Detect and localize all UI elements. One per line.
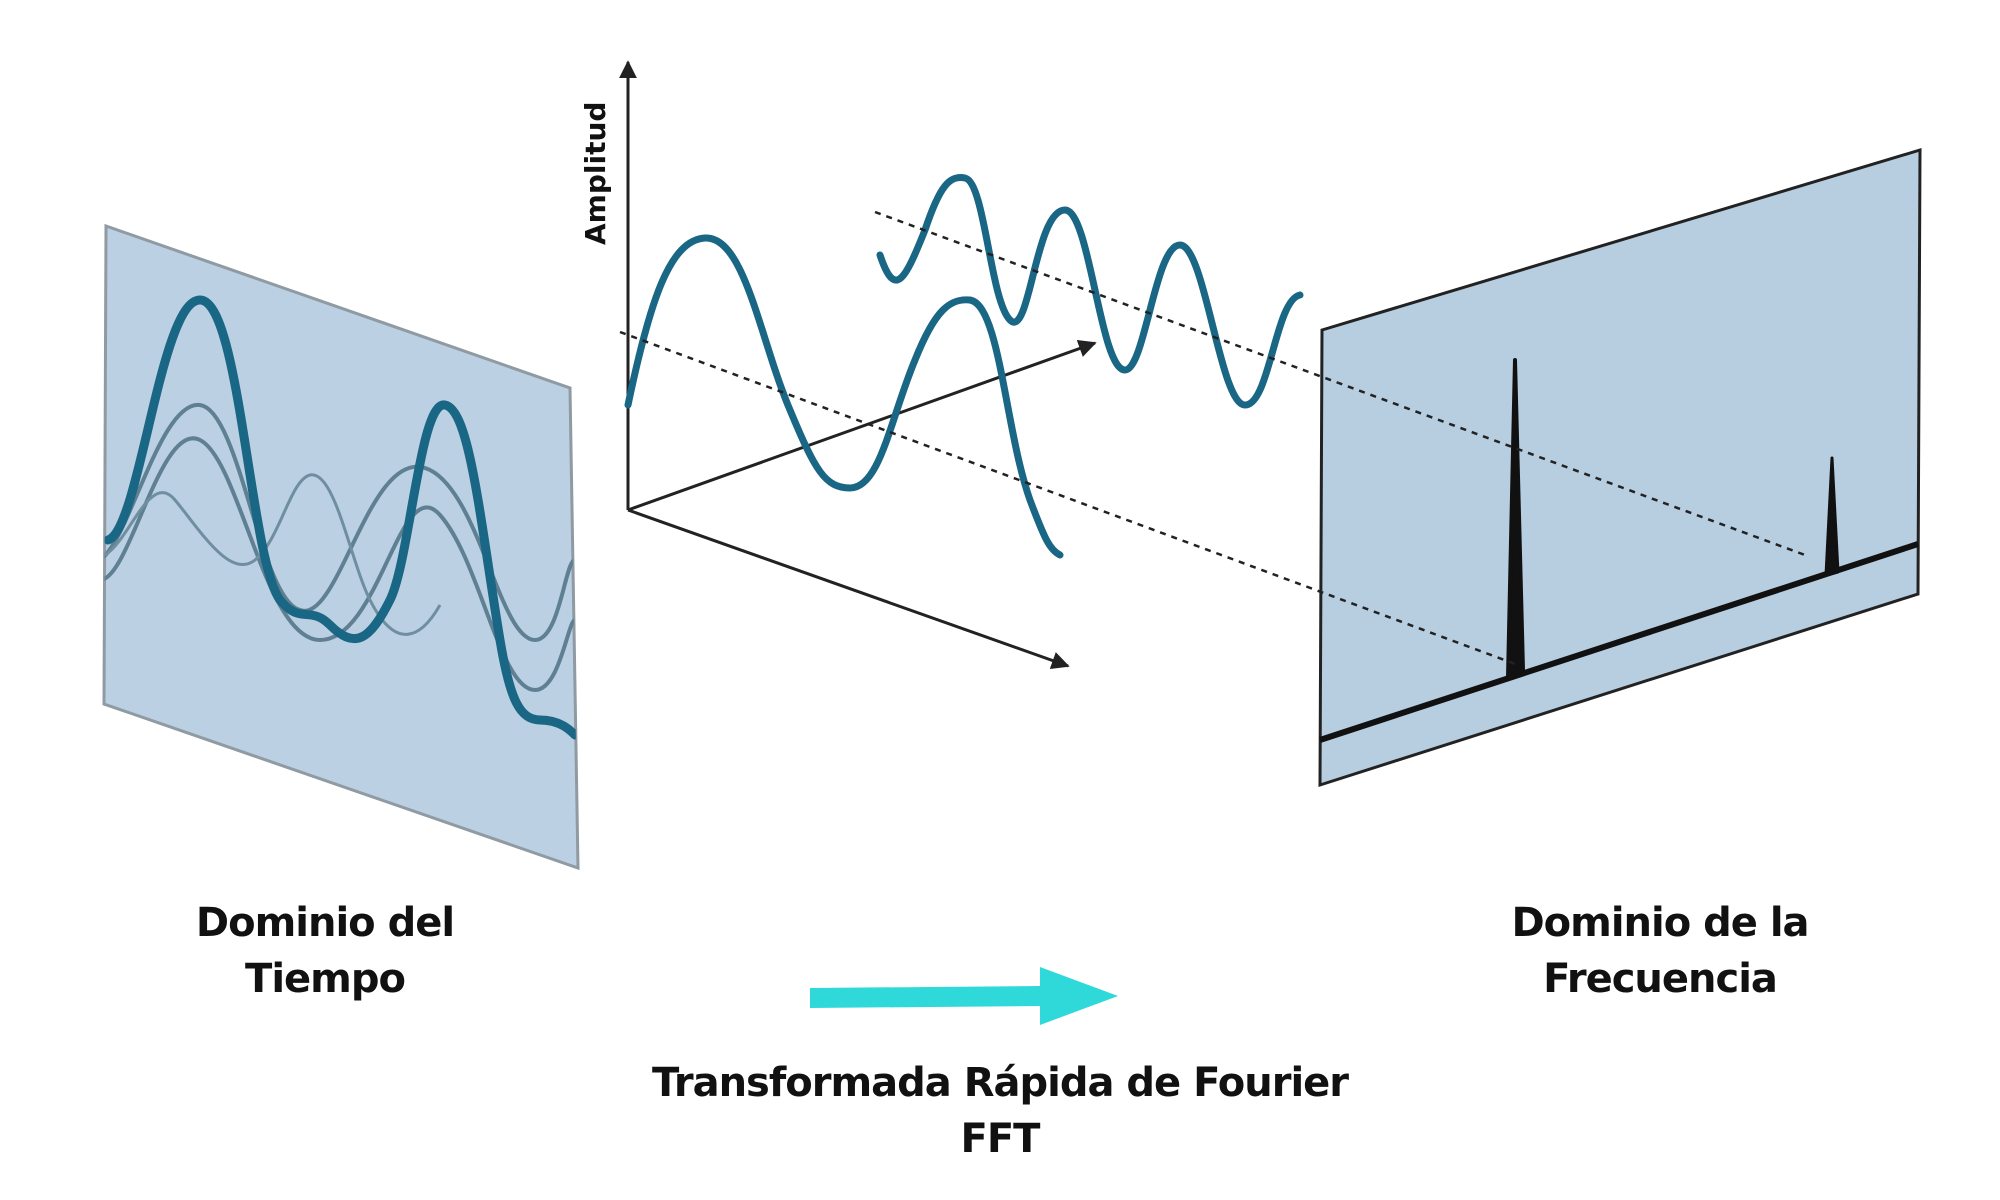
time-axis <box>627 508 1070 670</box>
frequency-baseline <box>1319 541 1919 743</box>
transform-caption-line-1: Transformada Rápida de Fourier <box>651 1060 1349 1106</box>
time-signal-wave <box>104 295 578 740</box>
frequency-domain-caption-line-1: Dominio de la <box>1511 900 1809 946</box>
time-domain-caption-line-1: Dominio del <box>195 900 455 946</box>
projection-line-low <box>619 330 1519 667</box>
spectrum-peak-low <box>1506 358 1525 679</box>
frequency-domain-caption-line-2: Frecuencia <box>1543 956 1778 1002</box>
projection-line-high <box>874 210 1806 557</box>
low-frequency-wave <box>624 234 1064 559</box>
fft-arrow <box>810 967 1118 1025</box>
high-frequency-wave <box>876 174 1304 409</box>
frequency-domain-panel <box>1318 147 1922 788</box>
component-waves <box>624 174 1304 559</box>
spectrum-peak-high <box>1824 456 1840 577</box>
frequency-panel-plane <box>1318 147 1922 788</box>
projection-lines <box>619 210 1806 667</box>
transform-caption: Transformada Rápida de Fourier FFT <box>580 1055 1420 1167</box>
amplitude-axis-label: Amplitud <box>579 102 612 245</box>
time-panel-plane <box>102 223 580 871</box>
three-d-axes: Amplitud <box>579 60 1097 670</box>
time-component-wave-1 <box>104 402 577 643</box>
time-domain-panel <box>102 223 580 871</box>
time-domain-caption: Dominio del Tiempo <box>145 895 505 1007</box>
transform-caption-line-2: FFT <box>960 1116 1041 1162</box>
time-domain-caption-line-2: Tiempo <box>245 956 406 1002</box>
frequency-domain-caption: Dominio de la Frecuencia <box>1460 895 1860 1007</box>
frequency-axis <box>627 339 1097 512</box>
